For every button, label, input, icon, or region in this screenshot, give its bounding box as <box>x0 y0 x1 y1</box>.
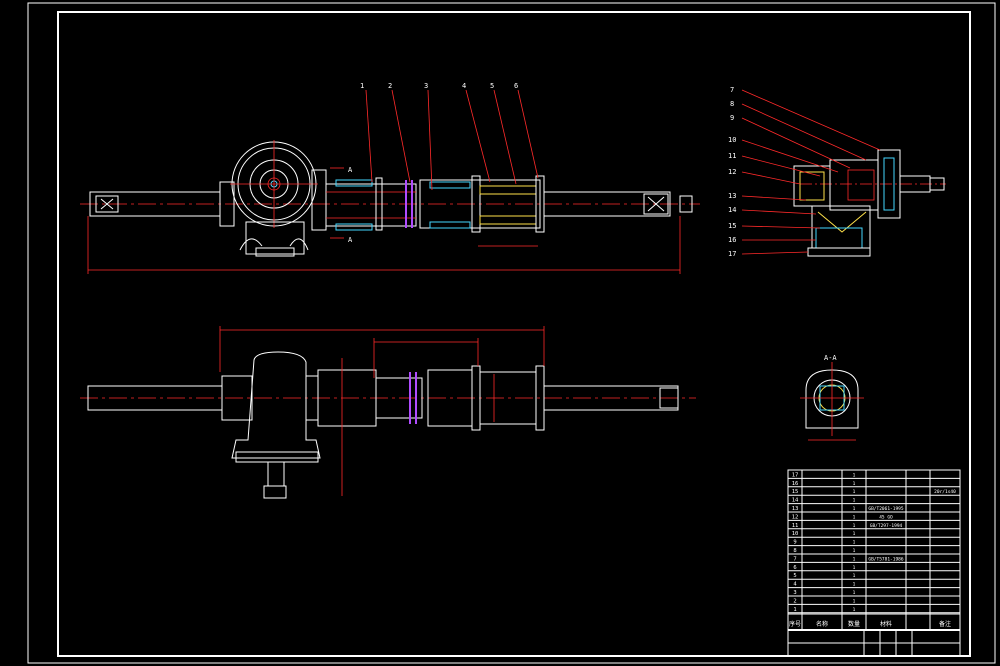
parts-list-qty: 1 <box>853 548 856 554</box>
parts-list-no: 16 <box>792 481 799 487</box>
parts-list-no: 17 <box>792 472 799 478</box>
parts-list-no: 8 <box>793 548 796 554</box>
cut-label-top: A <box>348 166 353 174</box>
parts-list-material: GB/T2061-1995 <box>868 506 904 512</box>
drawing-frame <box>57 11 971 657</box>
part-number-16: 16 <box>728 236 736 244</box>
parts-list-qty: 1 <box>853 514 856 520</box>
parts-list-note: 20r/1s40 <box>934 489 956 495</box>
parts-list-qty: 1 <box>853 598 856 604</box>
side-section-view <box>741 89 946 257</box>
part-number-3: 3 <box>424 82 428 90</box>
part-number-5: 5 <box>490 82 494 90</box>
parts-list-qty: 1 <box>853 607 856 613</box>
part-number-2: 2 <box>388 82 392 90</box>
part-number-4: 4 <box>462 82 466 90</box>
parts-list-no: 2 <box>793 598 796 604</box>
part-number-12: 12 <box>728 168 736 176</box>
parts-list-no: 14 <box>792 498 799 504</box>
parts-list-no: 4 <box>793 582 797 588</box>
parts-list-no: 6 <box>793 565 796 571</box>
part-number-13: 13 <box>728 192 736 200</box>
parts-list-qty: 1 <box>853 540 856 546</box>
parts-list-no: 3 <box>793 590 796 596</box>
part-number-11: 11 <box>728 152 736 160</box>
parts-list-header: 备注 <box>939 620 951 628</box>
parts-list-no: 12 <box>792 514 799 520</box>
part-number-17: 17 <box>728 250 736 258</box>
part-number-9: 9 <box>730 114 734 122</box>
parts-list-qty: 1 <box>853 472 856 478</box>
front-view <box>80 89 700 274</box>
part-number-6: 6 <box>514 82 518 90</box>
parts-list-qty: 1 <box>853 506 856 512</box>
parts-list-no: 9 <box>793 540 796 546</box>
parts-list-no: 7 <box>793 556 796 562</box>
parts-list-qty: 1 <box>853 481 856 487</box>
parts-list-material: GB/T297-1994 <box>870 523 903 529</box>
part-number-14: 14 <box>728 206 736 214</box>
parts-list-material: 45 GO <box>879 514 893 520</box>
parts-list-no: 10 <box>792 531 799 537</box>
section-label: A-A <box>824 354 837 362</box>
part-number-10: 10 <box>728 136 736 144</box>
plan-view <box>80 326 696 499</box>
parts-list-qty: 1 <box>853 590 856 596</box>
parts-list-qty: 1 <box>853 531 856 537</box>
parts-list-qty: 1 <box>853 565 856 571</box>
parts-list-header: 材料 <box>880 620 892 628</box>
parts-list-no: 11 <box>792 523 799 529</box>
parts-list-material: GB/T5781-1986 <box>868 556 904 562</box>
parts-list-qty: 1 <box>853 582 856 588</box>
section-a-a-view <box>800 362 864 441</box>
parts-list-header: 序号 <box>789 620 801 628</box>
parts-list-qty: 1 <box>853 489 856 495</box>
parts-list-no: 1 <box>793 607 796 613</box>
parts-list-no: 15 <box>792 489 799 495</box>
parts-list-no: 5 <box>793 573 796 579</box>
outer-border <box>27 2 996 664</box>
parts-list-no: 13 <box>792 506 799 512</box>
parts-list-qty: 1 <box>853 523 856 529</box>
part-number-15: 15 <box>728 222 736 230</box>
parts-list-qty: 1 <box>853 498 856 504</box>
parts-list-header: 名称 <box>816 620 828 628</box>
parts-list-qty: 1 <box>853 556 856 562</box>
parts-list-header: 数量 <box>848 620 860 628</box>
parts-list-qty: 1 <box>853 573 856 579</box>
cut-label-bottom: A <box>348 236 353 244</box>
part-number-1: 1 <box>360 82 364 90</box>
part-number-7: 7 <box>730 86 734 94</box>
part-number-8: 8 <box>730 100 734 108</box>
